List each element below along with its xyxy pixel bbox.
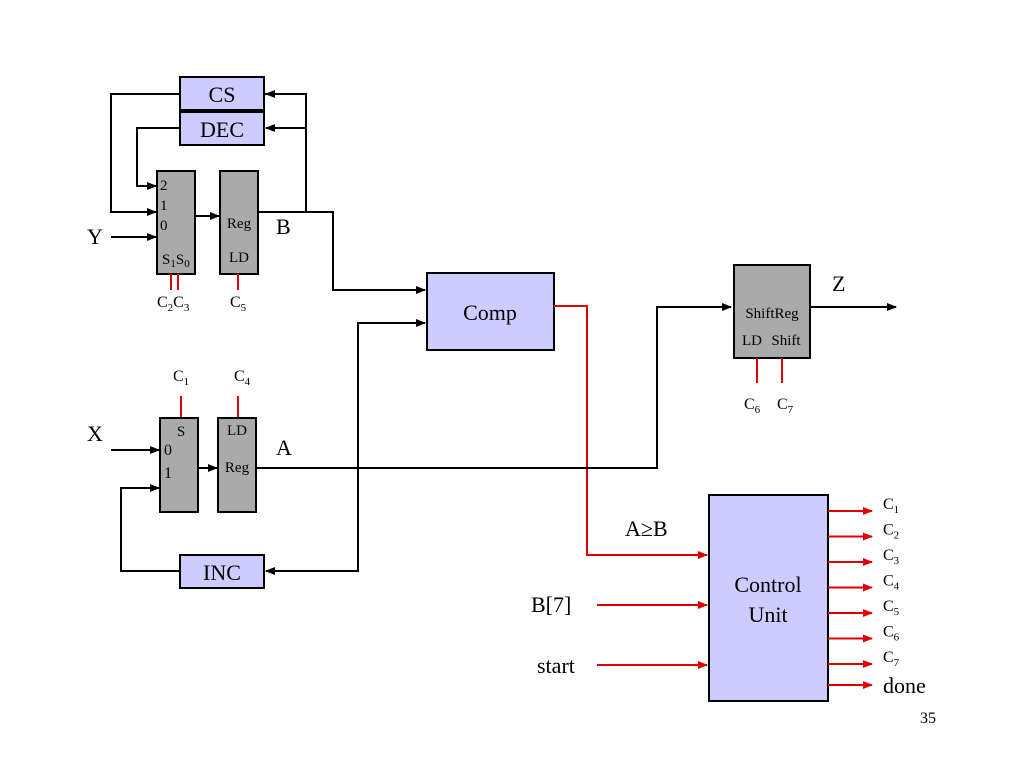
control-unit-line1: Control bbox=[734, 572, 801, 597]
page-number: 35 bbox=[920, 710, 936, 727]
control-output-label: C4 bbox=[883, 573, 900, 593]
mux-a: S 0 1 bbox=[159, 417, 199, 513]
mux-a-sel: S bbox=[177, 424, 185, 440]
reg-b: Reg LD bbox=[219, 170, 259, 275]
shiftreg-shift: Shift bbox=[771, 333, 801, 349]
control-output-label: C1 bbox=[883, 496, 899, 516]
wire-inc-to-mux bbox=[120, 484, 180, 572]
cs-label: CS bbox=[209, 82, 236, 107]
label-c5: C5 bbox=[230, 294, 247, 314]
label-c2c3: C2C3 bbox=[157, 294, 190, 314]
mux-b-s1: S1S0 bbox=[162, 252, 190, 270]
signal-b: B bbox=[276, 214, 291, 239]
signal-x: X bbox=[87, 421, 103, 446]
signal-a-ge-b: A≥B bbox=[625, 516, 668, 541]
mux-a-in1: 1 bbox=[164, 465, 172, 482]
mux-a-in0: 0 bbox=[164, 442, 172, 459]
inc-label: INC bbox=[203, 560, 241, 585]
mux-b: 2 1 0 S1S0 bbox=[156, 170, 196, 275]
wire-a-to-inc bbox=[265, 468, 359, 575]
signal-y: Y bbox=[87, 224, 103, 249]
comp-label: Comp bbox=[463, 300, 517, 325]
mux-b-in1: 1 bbox=[160, 198, 168, 214]
wire-dec-to-mux bbox=[136, 127, 180, 190]
mux-b-in2: 2 bbox=[160, 178, 168, 194]
mux-b-in0: 0 bbox=[160, 218, 168, 234]
label-c7: C7 bbox=[777, 396, 794, 416]
shiftreg-block: ShiftReg LD Shift bbox=[733, 264, 811, 359]
control-output-label: C2 bbox=[883, 522, 899, 542]
control-output-label: C7 bbox=[883, 649, 900, 669]
wire-b-to-comp bbox=[258, 211, 426, 294]
label-c1: C1 bbox=[173, 368, 189, 388]
signal-done: done bbox=[883, 673, 926, 698]
comp-block: Comp bbox=[426, 272, 555, 351]
dec-block: DEC bbox=[179, 111, 265, 146]
wire-comp-to-control bbox=[554, 305, 708, 559]
control-unit-line2: Unit bbox=[748, 602, 787, 627]
signal-a: A bbox=[276, 435, 292, 460]
signal-start: start bbox=[537, 653, 575, 678]
control-output-label: C3 bbox=[883, 547, 900, 567]
label-c6: C6 bbox=[744, 396, 761, 416]
reg-a: LD Reg bbox=[217, 417, 257, 513]
reg-b-label: Reg bbox=[227, 216, 252, 232]
wire-a-to-shiftreg bbox=[256, 303, 732, 469]
shiftreg-label: ShiftReg bbox=[745, 306, 799, 322]
wire-a-to-comp bbox=[357, 319, 426, 468]
control-unit-block: Control Unit bbox=[708, 494, 829, 702]
inc-block: INC bbox=[179, 554, 265, 589]
control-output-label: C5 bbox=[883, 598, 900, 618]
reg-b-ld: LD bbox=[229, 250, 249, 266]
signal-z: Z bbox=[832, 271, 845, 296]
control-output-label: C6 bbox=[883, 624, 900, 644]
label-c4: C4 bbox=[234, 368, 251, 388]
dec-label: DEC bbox=[200, 117, 244, 142]
shiftreg-ld: LD bbox=[742, 333, 762, 349]
cs-block: CS bbox=[179, 76, 265, 111]
wire-b-to-cs bbox=[264, 93, 307, 212]
reg-a-label: Reg bbox=[225, 460, 250, 476]
reg-a-ld: LD bbox=[227, 423, 247, 439]
signal-b7: B[7] bbox=[531, 592, 571, 617]
wire-cs-to-mux bbox=[110, 93, 180, 216]
